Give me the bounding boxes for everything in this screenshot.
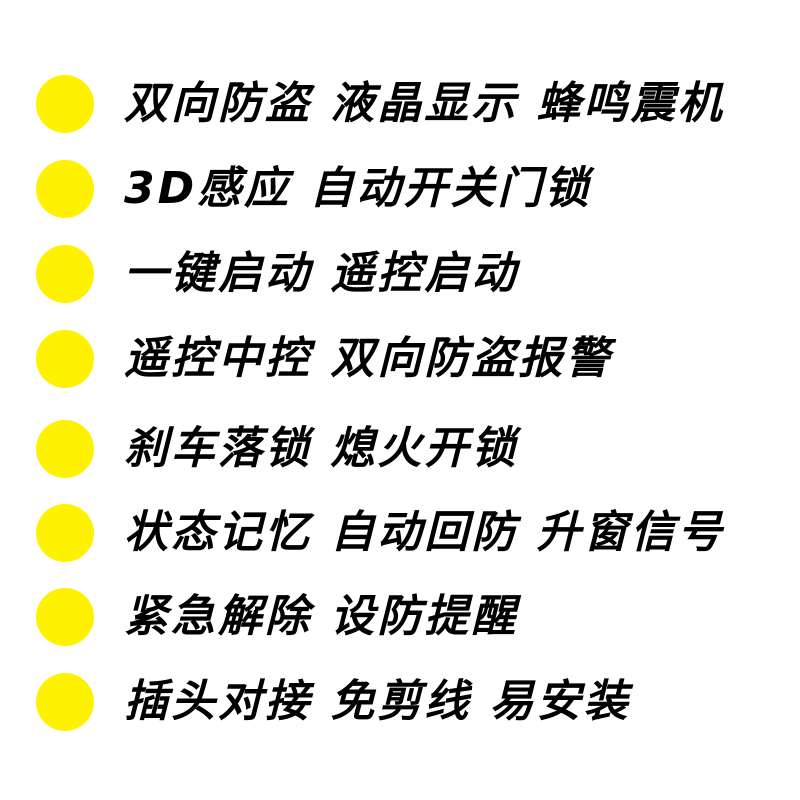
bullet-dot-icon xyxy=(36,588,94,646)
feature-text: 3D感应 自动开关门锁 xyxy=(124,163,592,214)
feature-text: 状态记忆 自动回防 升窗信号 xyxy=(124,507,725,558)
feature-text: 遥控中控 双向防盗报警 xyxy=(124,333,613,384)
feature-text: 插头对接 免剪线 易安装 xyxy=(124,676,631,727)
feature-text: 一键启动 遥控启动 xyxy=(124,248,519,299)
feature-row: 一键启动 遥控启动 xyxy=(0,231,800,317)
bullet-dot-icon xyxy=(36,420,94,478)
feature-row: 插头对接 免剪线 易安装 xyxy=(0,659,800,745)
feature-row: 紧急解除 设防提醒 xyxy=(0,574,800,660)
feature-row: 3D感应 自动开关门锁 xyxy=(0,146,800,232)
feature-row: 遥控中控 双向防盗报警 xyxy=(0,316,800,402)
bullet-dot-icon xyxy=(36,673,94,731)
feature-text: 紧急解除 设防提醒 xyxy=(124,591,519,642)
bullet-dot-icon xyxy=(36,330,94,388)
feature-text: 刹车落锁 熄火开锁 xyxy=(124,423,519,474)
feature-row: 刹车落锁 熄火开锁 xyxy=(0,406,800,492)
bullet-dot-icon xyxy=(36,245,94,303)
feature-text: 双向防盗 液晶显示 蜂鸣震机 xyxy=(124,78,725,129)
bullet-dot-icon xyxy=(36,75,94,133)
bullet-dot-icon xyxy=(36,160,94,218)
bullet-dot-icon xyxy=(36,504,94,562)
feature-row: 双向防盗 液晶显示 蜂鸣震机 xyxy=(0,61,800,147)
feature-row: 状态记忆 自动回防 升窗信号 xyxy=(0,490,800,576)
